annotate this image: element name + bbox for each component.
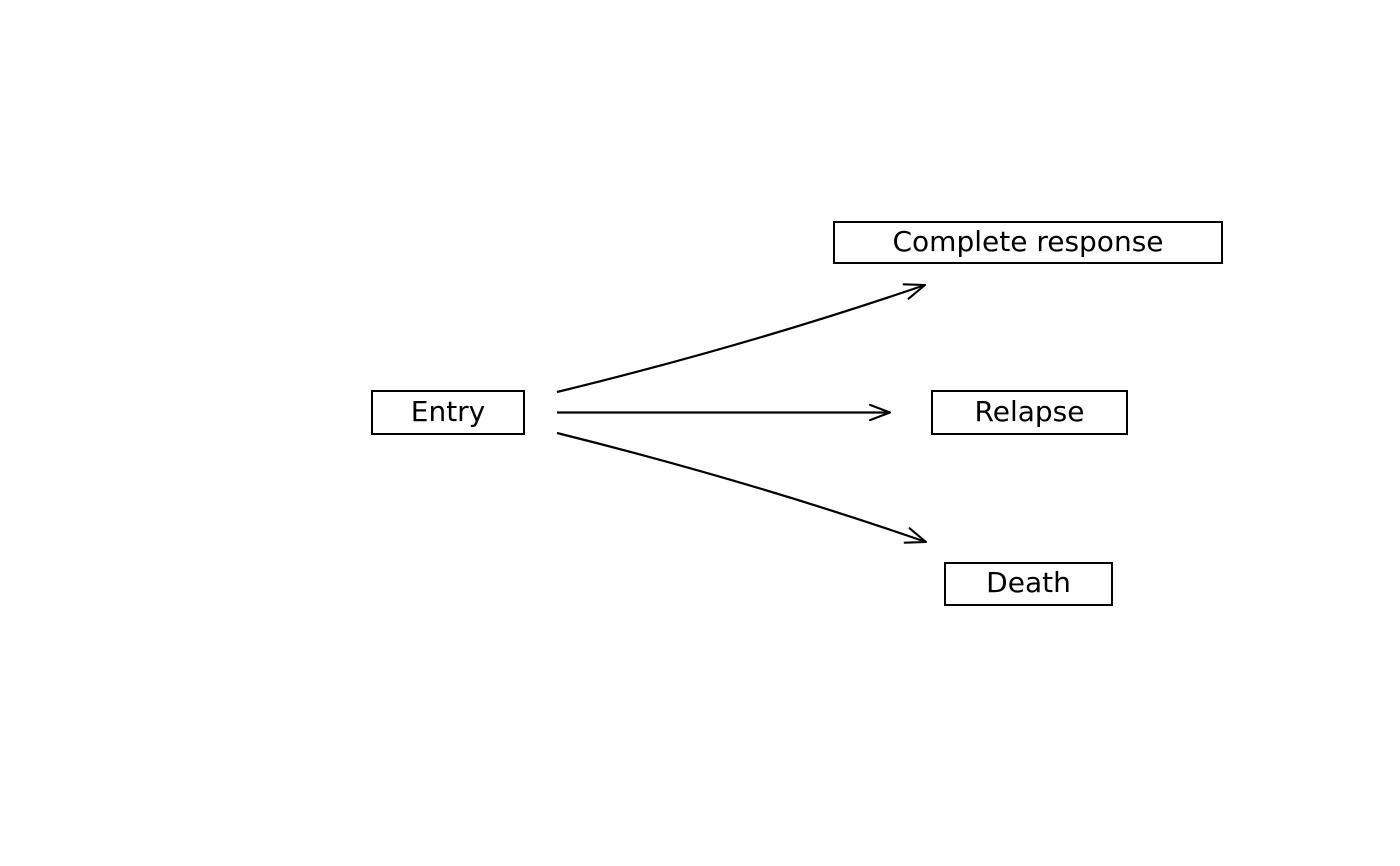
node-relapse-label: Relapse [974,394,1085,428]
node-relapse: Relapse [931,390,1128,435]
edge-entry-to-complete-response [556,283,927,394]
node-entry-label: Entry [410,394,486,428]
node-complete-response-label: Complete response [892,224,1164,258]
node-entry: Entry [371,390,525,435]
edge-entry-to-death [556,431,928,544]
node-death-label: Death [986,566,1071,599]
node-death: Death [944,562,1113,606]
node-complete-response: Complete response [833,221,1223,264]
